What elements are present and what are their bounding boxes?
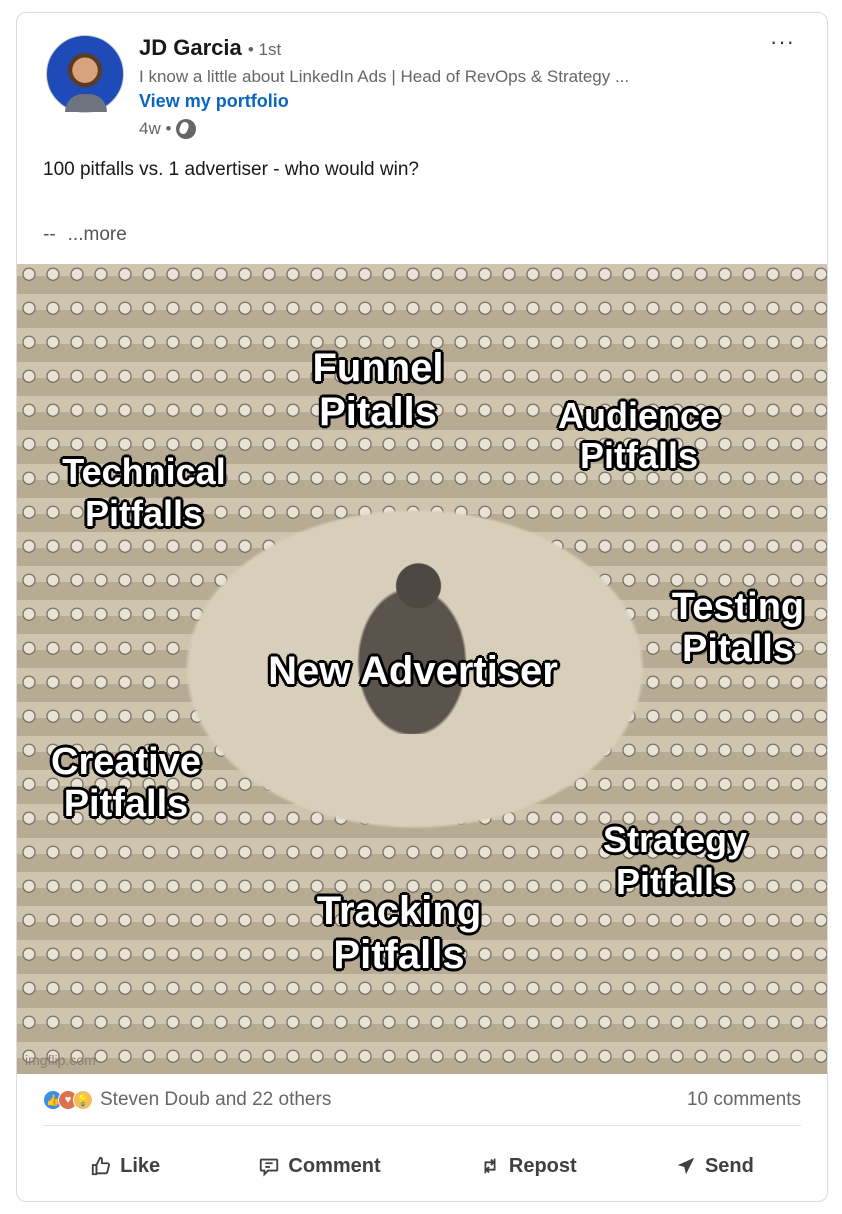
label-audience: Audience Pitfalls <box>557 395 721 476</box>
repost-icon <box>484 1158 496 1174</box>
author-name-text[interactable]: JD Garcia <box>139 35 242 60</box>
author-name[interactable]: JD Garcia • 1st <box>139 35 281 61</box>
author-headline: I know a little about LinkedIn Ads | Hea… <box>139 67 630 86</box>
post-dashes: -- <box>43 224 56 245</box>
comment-button[interactable]: Comment <box>258 1143 381 1189</box>
comment-icon <box>260 1158 279 1177</box>
label-strategy: Strategy Pitfalls <box>602 819 748 902</box>
label-technical: Technical Pitfalls <box>62 451 226 534</box>
insightful-reaction-icon: 💡 <box>73 1090 93 1110</box>
globe-icon <box>176 119 197 139</box>
repost-button[interactable]: Repost <box>479 1143 577 1189</box>
feed-post: JD Garcia • 1st I know a little about Li… <box>16 12 828 1202</box>
label-testing: Testing Pitalls <box>671 586 805 670</box>
see-more-link[interactable]: ...more <box>67 224 127 245</box>
post-image[interactable]: Funnel Pitalls Audience Pitfalls Technic… <box>17 264 827 1074</box>
reactions-text[interactable]: Steven Doub and 22 others <box>100 1089 332 1110</box>
comment-label: Comment <box>288 1154 381 1177</box>
label-creative: Creative Pitfalls <box>51 741 201 825</box>
post-text: 100 pitfalls vs. 1 advertiser - who woul… <box>43 159 419 180</box>
post-time: 4w • <box>139 119 172 138</box>
send-icon <box>677 1157 695 1175</box>
watermark: imgflip.com <box>25 1052 96 1068</box>
more-options-button[interactable]: ··· <box>770 29 795 54</box>
divider <box>43 1125 801 1126</box>
like-label: Like <box>120 1154 161 1177</box>
send-label: Send <box>704 1154 754 1177</box>
like-button[interactable]: Like <box>90 1143 160 1189</box>
connection-degree: • 1st <box>247 40 282 59</box>
post-continuation: -- ...more <box>43 224 127 246</box>
thumbs-up-icon <box>91 1156 111 1176</box>
label-new-advertiser: New Advertiser <box>268 649 558 693</box>
gorilla-figure <box>347 544 477 734</box>
label-tracking: Tracking Pitfalls <box>316 889 482 977</box>
post-meta: 4w • <box>139 119 197 139</box>
action-bar: Like Comment Repost Send <box>17 1143 827 1189</box>
label-funnel: Funnel Pitalls <box>312 346 444 434</box>
send-button[interactable]: Send <box>675 1143 754 1189</box>
author-avatar[interactable] <box>46 35 124 113</box>
repost-label: Repost <box>508 1154 577 1177</box>
reactions-summary[interactable]: 👍 ♥ 💡 Steven Doub and 22 others <box>43 1089 331 1111</box>
portfolio-link[interactable]: View my portfolio <box>139 91 289 111</box>
comments-count[interactable]: 10 comments <box>686 1089 801 1110</box>
